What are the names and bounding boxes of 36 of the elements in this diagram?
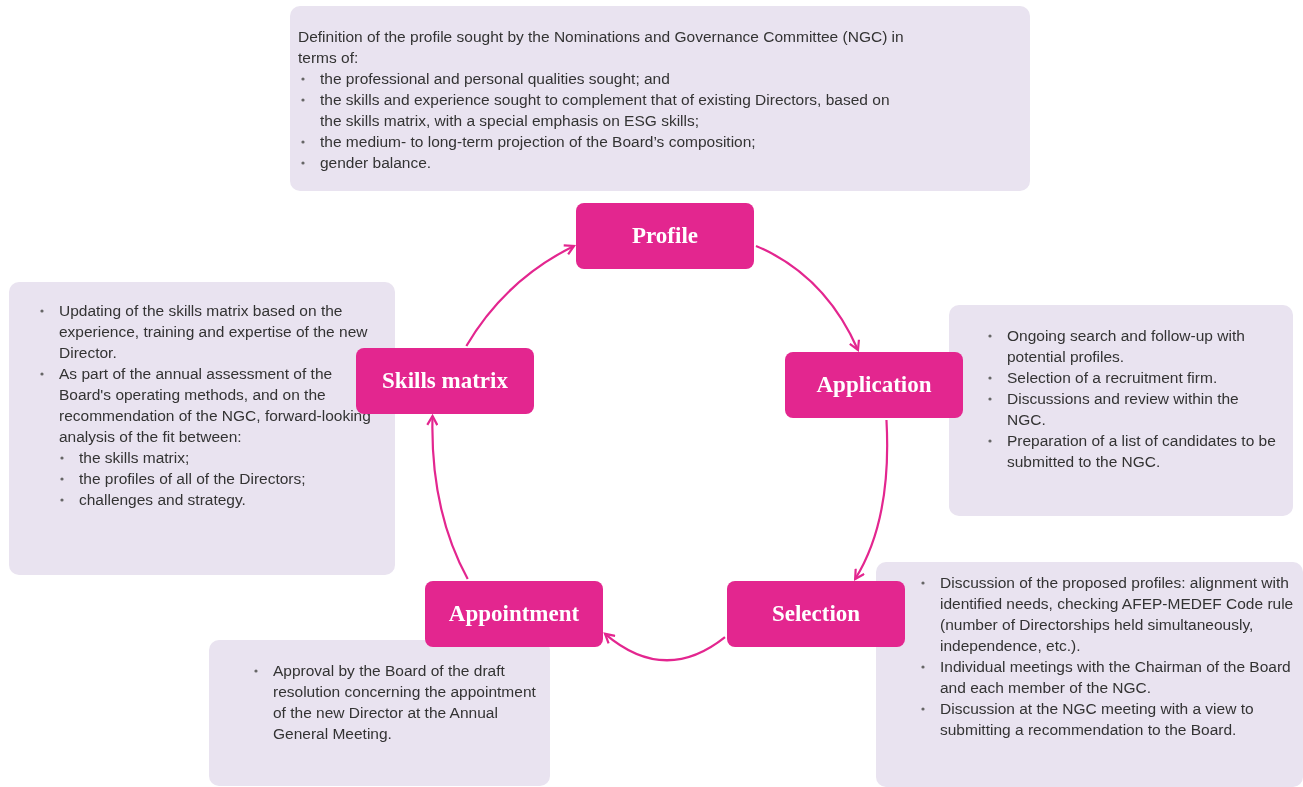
bullet-item: As part of the annual assessment of the Board's operating methods, and on the recommendation of the NGC, forward-looking analysis of the fit between: xyxy=(59,365,371,445)
bullet-item: gender balance. xyxy=(320,154,432,171)
step-box xyxy=(727,581,905,647)
description-card xyxy=(290,6,1030,191)
bullet-item: Selection of a recruitment firm. xyxy=(1007,369,1218,386)
description-card xyxy=(949,305,1293,516)
bullet-item: the skills and experience sought to complement that of existing Directors, based on the skills matrix, with a special emphasis on ESG skills; xyxy=(320,91,890,129)
description-card xyxy=(209,640,550,786)
bullet-item: Discussion at the NGC meeting with a view to submitting a recommendation to the Board. xyxy=(940,700,1254,738)
description-text: Definition of the profile sought by the Nominations and Governance Committee (NGC) in terms of: xyxy=(298,28,904,66)
bullet-item: Individual meetings with the Chairman of the Board and each member of the NGC. xyxy=(940,658,1291,696)
curved-arrow xyxy=(465,244,576,347)
step-box xyxy=(576,203,754,269)
description-card xyxy=(876,562,1303,787)
bullet-item: Discussion of the proposed profiles: alignment with identified needs, checking AFEP-MEDEF Code rule (number of Directorships held simultaneously, independence, etc.). xyxy=(940,574,1294,654)
step-label: Skills matrix xyxy=(382,368,508,394)
step-box xyxy=(425,581,603,647)
bullet-item: the professional and personal qualities sought; and xyxy=(320,70,670,87)
step-box xyxy=(785,352,963,418)
bullet-item: the skills matrix; xyxy=(79,449,190,466)
step-label: Application xyxy=(816,372,932,398)
step-label: Selection xyxy=(771,601,861,627)
bullet-item: Approval by the Board of the draft resolution concerning the appointment of the new Director at the Annual General Meeting. xyxy=(273,662,536,742)
bullet-item: the medium- to long-term projection of the Board’s composition; xyxy=(320,133,756,150)
bullet-item: Ongoing search and follow-up with potential profiles. xyxy=(1007,327,1245,365)
bullet-item: Discussions and review within the NGC. xyxy=(1007,390,1239,428)
bullet-item: the profiles of all of the Directors; xyxy=(79,470,306,487)
bullet-item: Updating of the skills matrix based on the experience, training and expertise of the new Director. xyxy=(59,302,368,361)
curved-arrow xyxy=(755,244,860,352)
curved-arrow xyxy=(426,414,469,580)
bullet-item: challenges and strategy. xyxy=(79,491,246,508)
step-label: Appointment xyxy=(448,601,580,627)
step-label: Profile xyxy=(632,223,698,249)
curved-arrow xyxy=(854,419,889,581)
curved-arrow xyxy=(603,632,726,662)
bullet-item: Preparation of a list of candidates to be submitted to the NGC. xyxy=(1007,432,1276,470)
